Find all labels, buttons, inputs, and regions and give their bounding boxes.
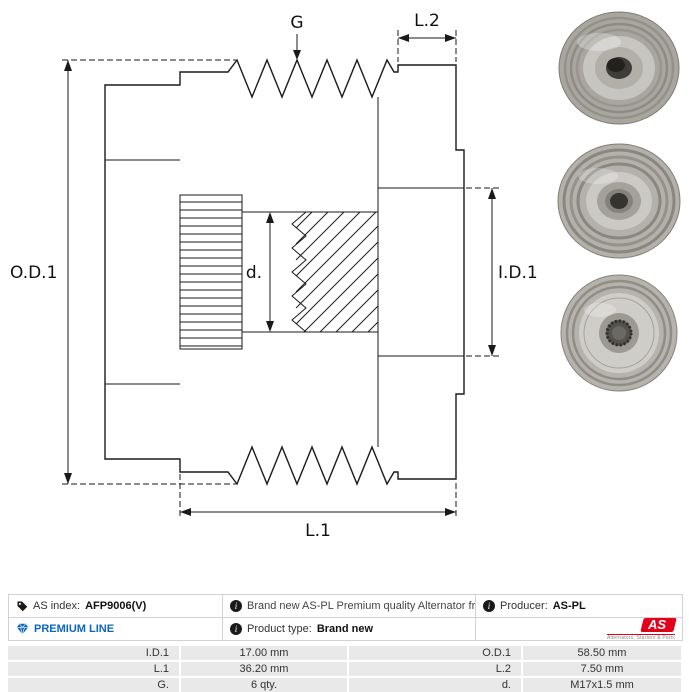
- product-photo-front: [552, 270, 686, 396]
- dim-label-g: G: [290, 13, 303, 33]
- gem-icon: [16, 623, 29, 635]
- product-info-header: AS index: AFP9006(V) i Brand new AS-PL P…: [8, 594, 683, 641]
- aspl-logo-mark: AS: [640, 618, 677, 632]
- clutch-hatch: [180, 202, 242, 346]
- spec-value-id1: 17.00 mm: [181, 646, 347, 660]
- premium-line-cell: PREMIUM LINE: [9, 618, 223, 640]
- spec-value-l2: 7.50 mm: [523, 662, 681, 676]
- technical-drawing: O.D.1 G L.2 d. I.D.1 L.1: [10, 11, 538, 541]
- aspl-logo-text: AS: [647, 618, 666, 632]
- product-type-label: Product type:: [247, 623, 312, 635]
- spec-label-d: d.: [349, 678, 521, 692]
- product-photo-side: [552, 138, 686, 264]
- info-icon: i: [483, 600, 495, 612]
- dim-label-od1: O.D.1: [10, 263, 57, 283]
- pulley-side-view-image: [557, 143, 681, 259]
- pulley-angled-view-image: [558, 11, 680, 125]
- aspl-logo-tagline: Alternators, Starters & Parts: [606, 633, 675, 640]
- spec-label-l1: L.1: [8, 662, 179, 676]
- dim-label-l2: L.2: [414, 11, 440, 31]
- bore-edges: [242, 212, 378, 332]
- producer-label: Producer:: [500, 600, 548, 612]
- spec-label-l2: L.2: [349, 662, 521, 676]
- producer-cell: i Producer: AS-PL: [476, 595, 682, 617]
- dim-label-l1: L.1: [305, 521, 331, 541]
- dim-label-d: d.: [246, 263, 262, 283]
- spec-table: I.D.1 17.00 mm O.D.1 58.50 mm L.1 36.20 …: [8, 646, 681, 692]
- info-header-row-1: AS index: AFP9006(V) i Brand new AS-PL P…: [9, 595, 682, 617]
- spec-label-id1: I.D.1: [8, 646, 179, 660]
- dim-label-id1: I.D.1: [498, 263, 538, 283]
- brand-logo-cell: AS Alternators, Starters & Parts: [476, 618, 682, 640]
- info-icon: i: [230, 623, 242, 635]
- thread-profile: [292, 212, 306, 332]
- od1-extension-lines: [62, 60, 236, 484]
- hub-step-lines: [105, 160, 180, 384]
- spec-value-od1: 58.50 mm: [523, 646, 681, 660]
- l1-extension-lines: [180, 474, 456, 518]
- as-index-cell: AS index: AFP9006(V): [9, 595, 223, 617]
- id1-extension-lines: [430, 188, 500, 356]
- l2-extension-lines: [398, 30, 456, 62]
- spec-value-g: 6 qty.: [181, 678, 347, 692]
- spec-label-g: G.: [8, 678, 179, 692]
- product-description: Brand new AS-PL Premium quality Alternat…: [247, 600, 476, 612]
- bearing-block: [378, 97, 464, 447]
- premium-line-label: PREMIUM LINE: [34, 623, 115, 635]
- as-index-value: AFP9006(V): [85, 600, 147, 612]
- as-index-label: AS index:: [33, 600, 81, 612]
- spec-label-od1: O.D.1: [349, 646, 521, 660]
- product-type-value: Brand new: [316, 623, 374, 635]
- pulley-front-view-image: [560, 274, 678, 392]
- aspl-logo: AS Alternators, Starters & Parts: [606, 618, 677, 640]
- product-type-cell: i Product type: Brand new: [223, 618, 476, 640]
- spec-value-d: M17x1.5 mm: [523, 678, 681, 692]
- thread-hatch: [296, 212, 378, 332]
- description-cell: i Brand new AS-PL Premium quality Altern…: [223, 595, 476, 617]
- tag-icon: [17, 601, 28, 612]
- producer-value: AS-PL: [552, 600, 586, 612]
- spec-value-l1: 36.20 mm: [181, 662, 347, 676]
- info-header-row-2: PREMIUM LINE i Product type: Brand new A…: [9, 617, 682, 640]
- pulley-outline: [105, 60, 464, 484]
- product-photo-angled: [552, 6, 686, 132]
- info-icon: i: [230, 600, 242, 612]
